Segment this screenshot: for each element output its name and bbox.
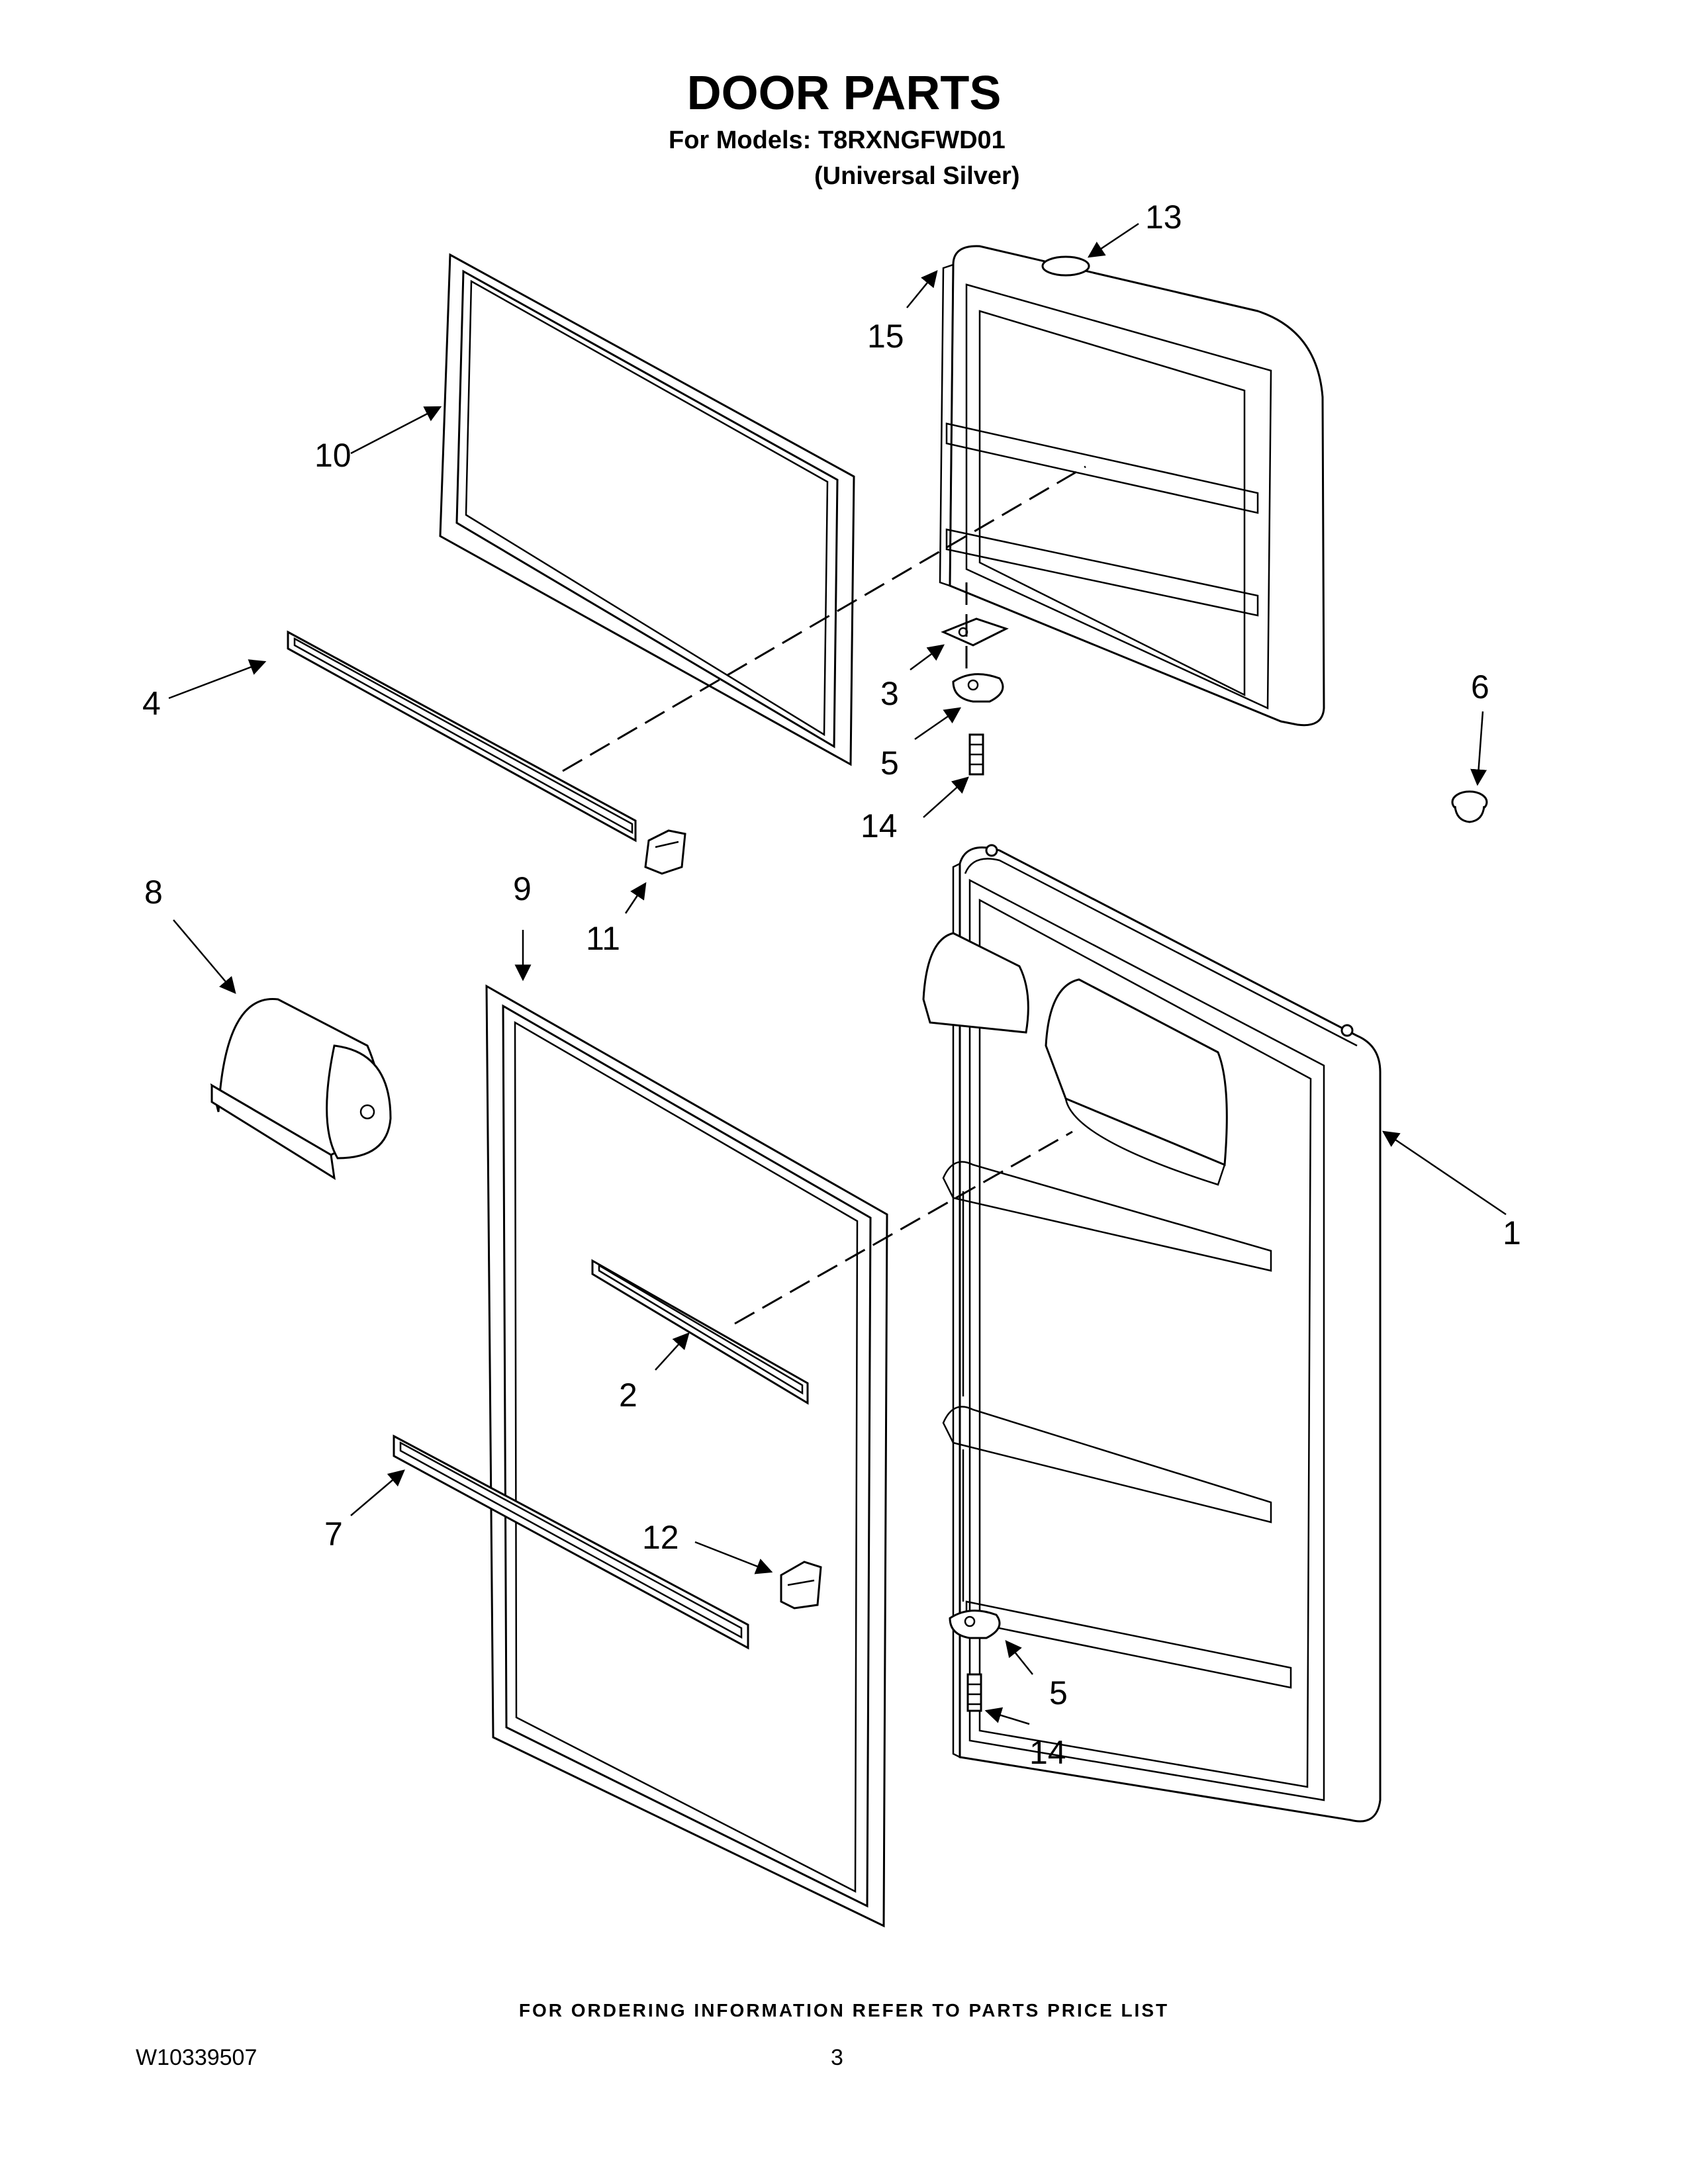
- document-number: W10339507: [136, 2045, 258, 2070]
- model-color-line: (Universal Silver): [814, 162, 1020, 190]
- callout-3: 3: [880, 675, 899, 712]
- clip-part-12: [780, 1561, 822, 1610]
- fresh-food-door-gasket: [485, 984, 888, 1928]
- callout-8: 8: [144, 874, 163, 911]
- callout-2: 2: [619, 1377, 637, 1414]
- dairy-door-bin: [210, 997, 392, 1180]
- ordering-note: FOR ORDERING INFORMATION REFER TO PARTS …: [518, 2000, 1170, 2021]
- callout-12: 12: [642, 1519, 679, 1556]
- hinge-assembly-upper: [941, 617, 1009, 776]
- callout-13: 13: [1145, 199, 1182, 236]
- callout-9: 9: [513, 870, 532, 907]
- page-title: DOOR PARTS: [686, 67, 1002, 120]
- callout-14: 14: [861, 807, 898, 844]
- callout-6: 6: [1471, 668, 1489, 705]
- callout-5: 5: [880, 745, 899, 782]
- lower-shelf-bar: [393, 1434, 749, 1650]
- callout-4: 4: [142, 685, 161, 722]
- freezer-trim-bar: [287, 630, 637, 842]
- callout-11: 11: [586, 920, 620, 957]
- clip-part-11: [644, 829, 686, 875]
- model-info: For Models: T8RXNGFWD01 (Universal Silve…: [669, 122, 1019, 194]
- callout-1: 1: [1503, 1214, 1521, 1251]
- callout-15: 15: [867, 318, 904, 355]
- plug-part-6: [1451, 790, 1488, 823]
- callout-5-lower: 5: [1049, 1674, 1068, 1711]
- door-shelf-bar: [591, 1259, 809, 1405]
- callout-7: 7: [324, 1516, 343, 1553]
- fresh-food-door: [922, 844, 1382, 1823]
- callout-14-lower: 14: [1029, 1734, 1066, 1771]
- hinge-assembly-lower: [949, 1610, 1001, 1712]
- page-number: 3: [831, 2045, 843, 2070]
- freezer-door: [939, 245, 1325, 727]
- model-number-line: For Models: T8RXNGFWD01: [669, 126, 1006, 154]
- freezer-door-gasket: [439, 253, 855, 766]
- callout-10: 10: [314, 437, 352, 474]
